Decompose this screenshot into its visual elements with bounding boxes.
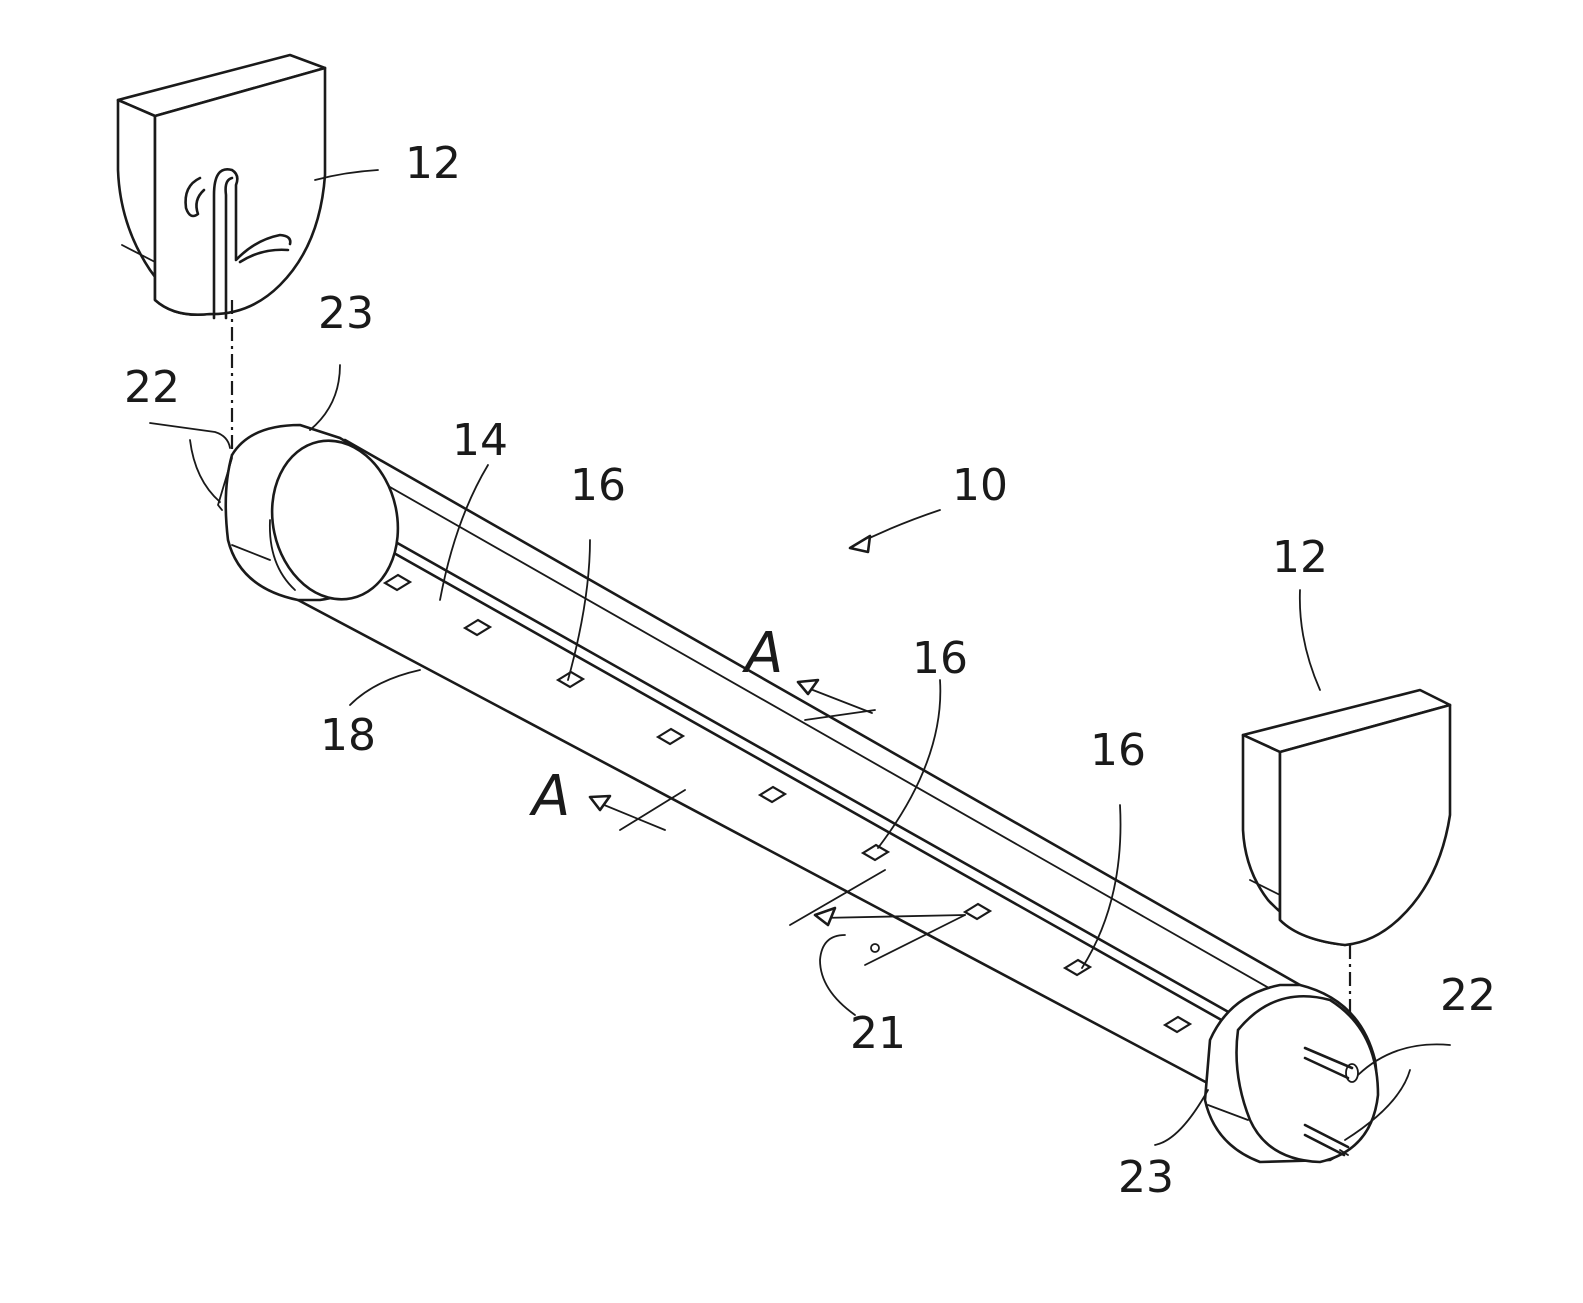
leader-23-right bbox=[1155, 1090, 1208, 1145]
led-chip bbox=[1165, 1017, 1190, 1032]
leader-10-arrowhead bbox=[850, 536, 870, 552]
tube-body bbox=[298, 440, 1300, 1095]
label-16-b: 16 bbox=[912, 633, 968, 684]
leader-16-b bbox=[878, 680, 940, 848]
label-16-c: 16 bbox=[1090, 725, 1146, 776]
left-pin-leader-2 bbox=[190, 440, 220, 502]
led-chip bbox=[558, 672, 583, 687]
direction-arrow bbox=[790, 870, 965, 1015]
left-holder bbox=[118, 55, 325, 318]
led-row bbox=[385, 575, 1190, 1032]
label-12-left: 12 bbox=[405, 138, 461, 189]
led-chip bbox=[965, 904, 990, 919]
right-holder bbox=[1243, 690, 1450, 945]
label-16-a: 16 bbox=[570, 460, 626, 511]
led-chip bbox=[658, 729, 683, 744]
label-section-a-upper: A bbox=[742, 621, 783, 686]
label-23-left: 23 bbox=[318, 288, 374, 339]
label-12-right: 12 bbox=[1272, 532, 1328, 583]
leader-23-left bbox=[310, 365, 340, 430]
leader-16-a bbox=[568, 540, 590, 680]
label-10: 10 bbox=[952, 460, 1008, 511]
led-chip bbox=[385, 575, 410, 590]
leader-18 bbox=[350, 670, 420, 705]
section-line-lower bbox=[590, 790, 685, 830]
label-section-a-lower: A bbox=[529, 764, 570, 829]
label-22-left: 22 bbox=[124, 362, 180, 413]
label-23-right: 23 bbox=[1118, 1152, 1174, 1203]
label-14: 14 bbox=[452, 415, 508, 466]
label-22-right: 22 bbox=[1440, 970, 1496, 1021]
label-18: 18 bbox=[320, 710, 376, 761]
led-chip bbox=[465, 620, 490, 635]
section-line-upper bbox=[798, 680, 875, 720]
leader-12-right bbox=[1300, 590, 1320, 690]
led-chip bbox=[863, 845, 888, 860]
label-21: 21 bbox=[850, 1008, 906, 1059]
led-chip bbox=[760, 787, 785, 802]
